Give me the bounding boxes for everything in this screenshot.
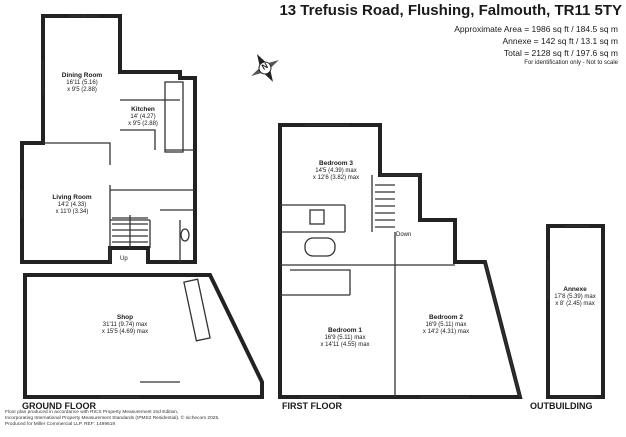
annexe-area: Annexe = 142 sq ft / 13.1 sq m: [502, 36, 618, 46]
ground-internal-walls: [43, 99, 195, 262]
stairs-up-label: Up: [120, 256, 128, 262]
ground-floor-walls: [20, 14, 197, 264]
scale-note: For identification only - Not to scale: [524, 60, 618, 66]
first-floor-label: FIRST FLOOR: [282, 401, 342, 411]
first-stairs: [375, 184, 395, 228]
compass-rose: [251, 54, 279, 82]
shop-walls: [23, 273, 264, 399]
first-internal-walls: [280, 174, 455, 397]
page-title: 13 Trefusis Road, Flushing, Falmouth, TR…: [279, 2, 622, 19]
stairs-down-label: Down: [396, 232, 412, 238]
outbuilding-label: OUTBUILDING: [530, 401, 593, 411]
footer-credits: Floor plan produced in accordance with R…: [5, 410, 220, 427]
ground-stairs: [112, 215, 148, 248]
outbuilding-walls: [546, 224, 605, 399]
ground-floor-label: GROUND FLOOR: [22, 401, 96, 411]
total-area: Total = 2128 sq ft / 197.6 sq m: [503, 48, 618, 58]
approx-area: Approximate Area = 1986 sq ft / 184.5 sq…: [454, 24, 618, 34]
